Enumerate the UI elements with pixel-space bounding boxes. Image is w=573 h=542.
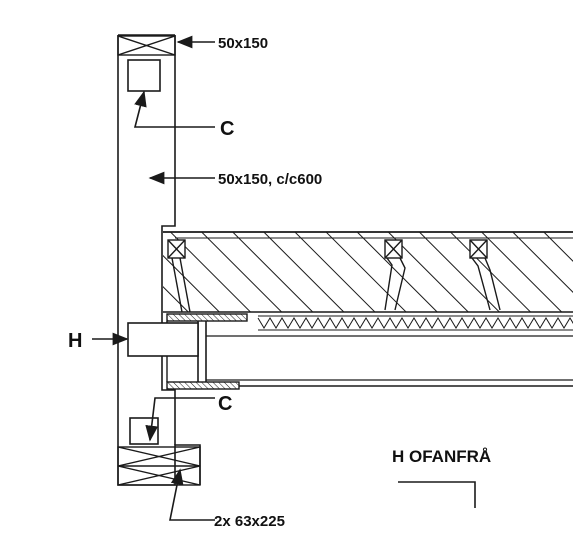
label-section-h: H: [68, 330, 82, 352]
joist-2: [384, 239, 406, 311]
decking-strip: [257, 315, 573, 331]
c-section-box-top: [127, 59, 161, 92]
c-section-box-bottom: [129, 417, 159, 445]
top-plate-timber: [117, 35, 176, 56]
leaders: [92, 35, 476, 521]
joist-1: [167, 239, 191, 313]
label-bottom-timber: 2x 63x225: [214, 513, 285, 530]
joist-3: [469, 239, 501, 311]
bottom-double-timber: [117, 446, 201, 486]
steel-beam: [166, 313, 573, 390]
slab-joists: [167, 239, 501, 313]
label-section-c-top: C: [220, 118, 234, 140]
h-plate: [127, 322, 199, 357]
label-section-c-bottom: C: [218, 393, 232, 415]
label-stud: 50x150, c/c600: [218, 171, 322, 188]
floor-slab: [163, 231, 573, 313]
label-view-title: H OFANFRÅ: [392, 447, 491, 466]
label-top-timber: 50x150: [218, 35, 268, 52]
